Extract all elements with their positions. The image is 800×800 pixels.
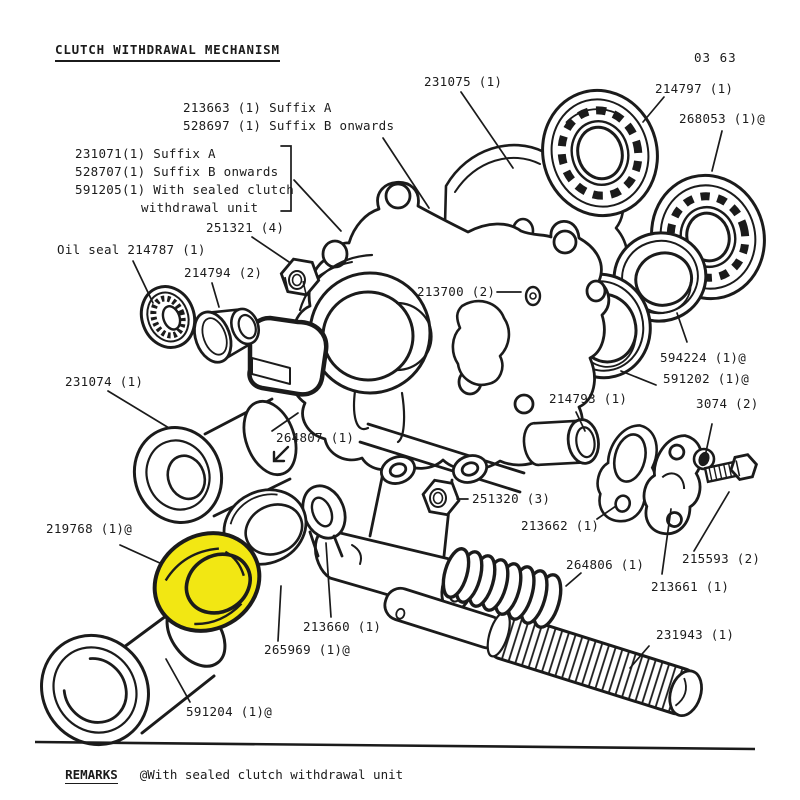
part-washer-3074	[692, 447, 716, 471]
callout-231943: 231943 (1)	[656, 627, 735, 642]
callout-3074: 3074 (2)	[696, 396, 759, 411]
part-gasket-213662	[596, 424, 658, 523]
part-spring-264806	[441, 547, 563, 629]
callout-219768-highlighted: 219768 (1)@	[46, 521, 133, 536]
part-highlighted-ring-219768[interactable]	[137, 514, 278, 649]
part-oil-seal-214787	[139, 285, 197, 349]
callout-231071-line4: withdrawal unit	[141, 200, 259, 215]
part-cup-231074	[132, 397, 298, 524]
part-bolt-215593	[703, 453, 758, 484]
callout-231071-line2: 528707(1) Suffix B onwards	[75, 164, 279, 179]
part-shaft-231943	[383, 586, 703, 718]
callout-594224: 594224 (1)@	[660, 350, 747, 365]
callout-264807: 264807 (1)	[276, 430, 355, 445]
callout-214797: 214797 (1)	[655, 81, 734, 96]
callout-214794: 214794 (2)	[184, 265, 263, 280]
callout-231071-line3: 591205(1) With sealed clutch	[75, 182, 295, 197]
callout-268053: 268053 (1)@	[679, 111, 766, 126]
page-title: CLUTCH WITHDRAWAL MECHANISM	[55, 42, 280, 62]
callout-214787: Oil seal 214787 (1)	[57, 242, 206, 257]
part-bushing-214794	[193, 307, 260, 364]
remarks-row: REMARKS @With sealed clutch withdrawal un…	[50, 752, 404, 784]
part-nut-251320	[421, 478, 461, 517]
callout-231075: 231075 (1)	[424, 74, 503, 89]
page-code: 03 63	[694, 50, 737, 65]
callout-591204: 591204 (1)@	[186, 704, 273, 719]
callout-215593: 215593 (2)	[682, 551, 761, 566]
callout-213663-line1: 213663 (1) Suffix A	[183, 100, 332, 115]
callout-231074: 231074 (1)	[65, 374, 144, 389]
part-bearing-214797	[541, 88, 659, 218]
part-sleeve-214793	[522, 418, 600, 467]
callout-213663-line2: 528697 (1) Suffix B onwards	[183, 118, 395, 133]
callout-213661: 213661 (1)	[651, 579, 730, 594]
part-nut-251321	[279, 257, 321, 297]
callout-591202: 591202 (1)@	[663, 371, 750, 386]
callout-214793: 214793 (1)	[549, 391, 628, 406]
remarks-label: REMARKS	[65, 767, 118, 784]
callout-251320: 251320 (3)	[472, 491, 551, 506]
callout-213660: 213660 (1)	[303, 619, 382, 634]
part-withdrawal-body-264807	[301, 422, 526, 616]
callout-251321: 251321 (4)	[206, 220, 285, 235]
part-cover-plate-213661	[642, 434, 703, 536]
callout-265969: 265969 (1)@	[264, 642, 351, 657]
callout-231071-line1: 231071(1) Suffix A	[75, 146, 216, 161]
remarks-text: @With sealed clutch withdrawal unit	[139, 767, 404, 782]
callout-213662: 213662 (1)	[521, 518, 600, 533]
part-housing-231071	[246, 180, 611, 472]
callout-213700: 213700 (2)	[417, 284, 496, 299]
callout-264806: 264806 (1)	[566, 557, 645, 572]
leader-lines	[107, 91, 730, 703]
footer-rule	[34, 740, 756, 751]
